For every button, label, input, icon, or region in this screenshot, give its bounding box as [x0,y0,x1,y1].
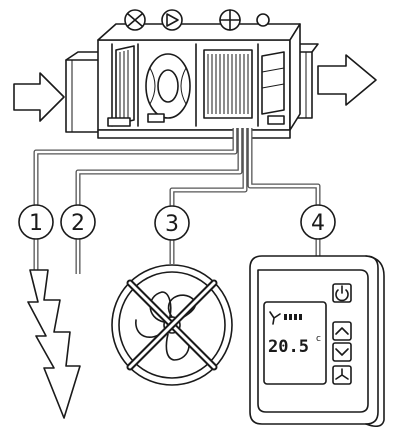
connection-2-marker: 2 [60,204,96,240]
connection-3-number: 3 [165,212,179,237]
valve-icon [219,9,241,31]
airflow-in-arrow [13,72,65,122]
chevron-down-icon [335,348,349,356]
power-icon [335,285,349,302]
connection-1-marker: 1 [18,204,54,240]
connection-4-marker: 4 [300,204,336,240]
fan-icon [335,368,349,380]
temperature-readout: 20.5 [268,337,309,357]
pump-icon [161,9,183,31]
fan-mode-button[interactable] [332,365,352,385]
temperature-unit: c [316,334,321,344]
increase-button[interactable] [332,321,352,341]
power-button[interactable] [332,283,352,303]
room-controller: 20.5 c [249,255,385,428]
no-fan-icon [111,264,233,386]
fan-speed-bars [284,314,302,320]
lcd-fan-icon [269,311,281,325]
controller-lcd-screen [263,301,327,385]
wiring-cables [33,128,321,274]
connection-1-number: 1 [29,211,43,236]
connection-2-number: 2 [71,211,85,236]
airflow-out-arrow [317,54,377,106]
decrease-button[interactable] [332,342,352,362]
sensor-icon [256,13,270,27]
air-handling-unit [65,23,319,139]
damper-icon [124,9,146,31]
connection-3-marker: 3 [154,205,190,241]
lightning-bolt-icon [27,269,81,419]
chevron-up-icon [335,327,349,335]
connection-4-number: 4 [311,211,325,236]
